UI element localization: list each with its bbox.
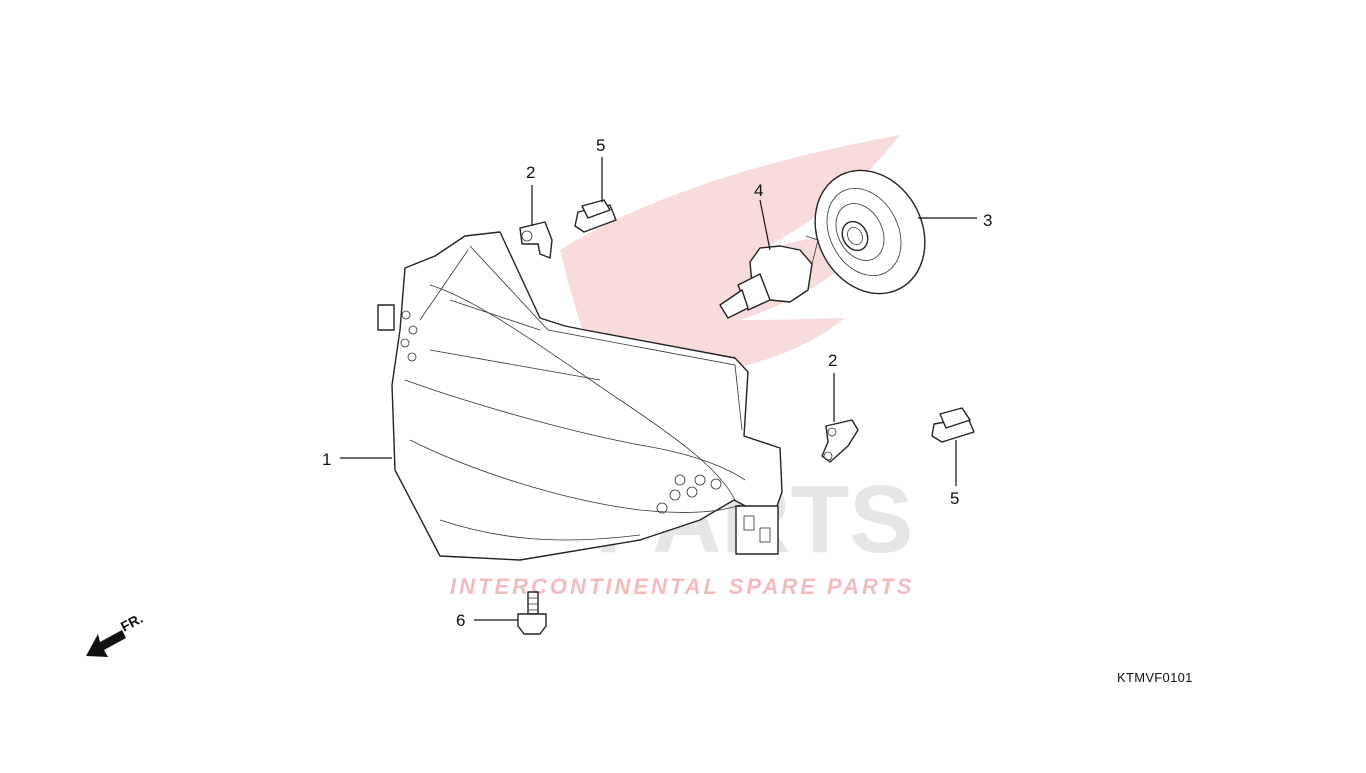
diagram-code: KTMVF0101	[1117, 670, 1193, 685]
nut-clip-upper	[574, 199, 617, 233]
callout-3: 3	[983, 211, 992, 230]
callout-5-upper: 5	[596, 136, 605, 155]
callout-2-lower: 2	[828, 351, 837, 370]
left-mount-tab	[377, 304, 395, 331]
headlight-bulb	[719, 235, 819, 319]
nut-clip-lower	[931, 407, 975, 443]
headlight-ventilation-holes	[400, 310, 722, 514]
mounting-bolt	[517, 591, 547, 635]
mounting-clip-lower	[821, 419, 859, 463]
callout-2-upper: 2	[526, 163, 535, 182]
callout-6: 6	[456, 611, 465, 630]
headlight-socket-cover	[814, 169, 926, 295]
mounting-clip-upper	[519, 221, 553, 259]
callout-5-lower: 5	[950, 489, 959, 508]
callout-labels: 1 2 2 3 4 5 5 6	[322, 136, 992, 630]
headlight-unit	[377, 231, 783, 561]
arrow-left-down-icon	[86, 630, 126, 657]
callout-4: 4	[754, 181, 763, 200]
watermark-tagline: INTERCONTINENTAL SPARE PARTS	[450, 574, 915, 599]
front-direction-indicator: FR.	[86, 610, 145, 657]
callout-1: 1	[322, 450, 331, 469]
leader-lines	[340, 157, 977, 621]
right-mount-bracket	[735, 505, 779, 555]
